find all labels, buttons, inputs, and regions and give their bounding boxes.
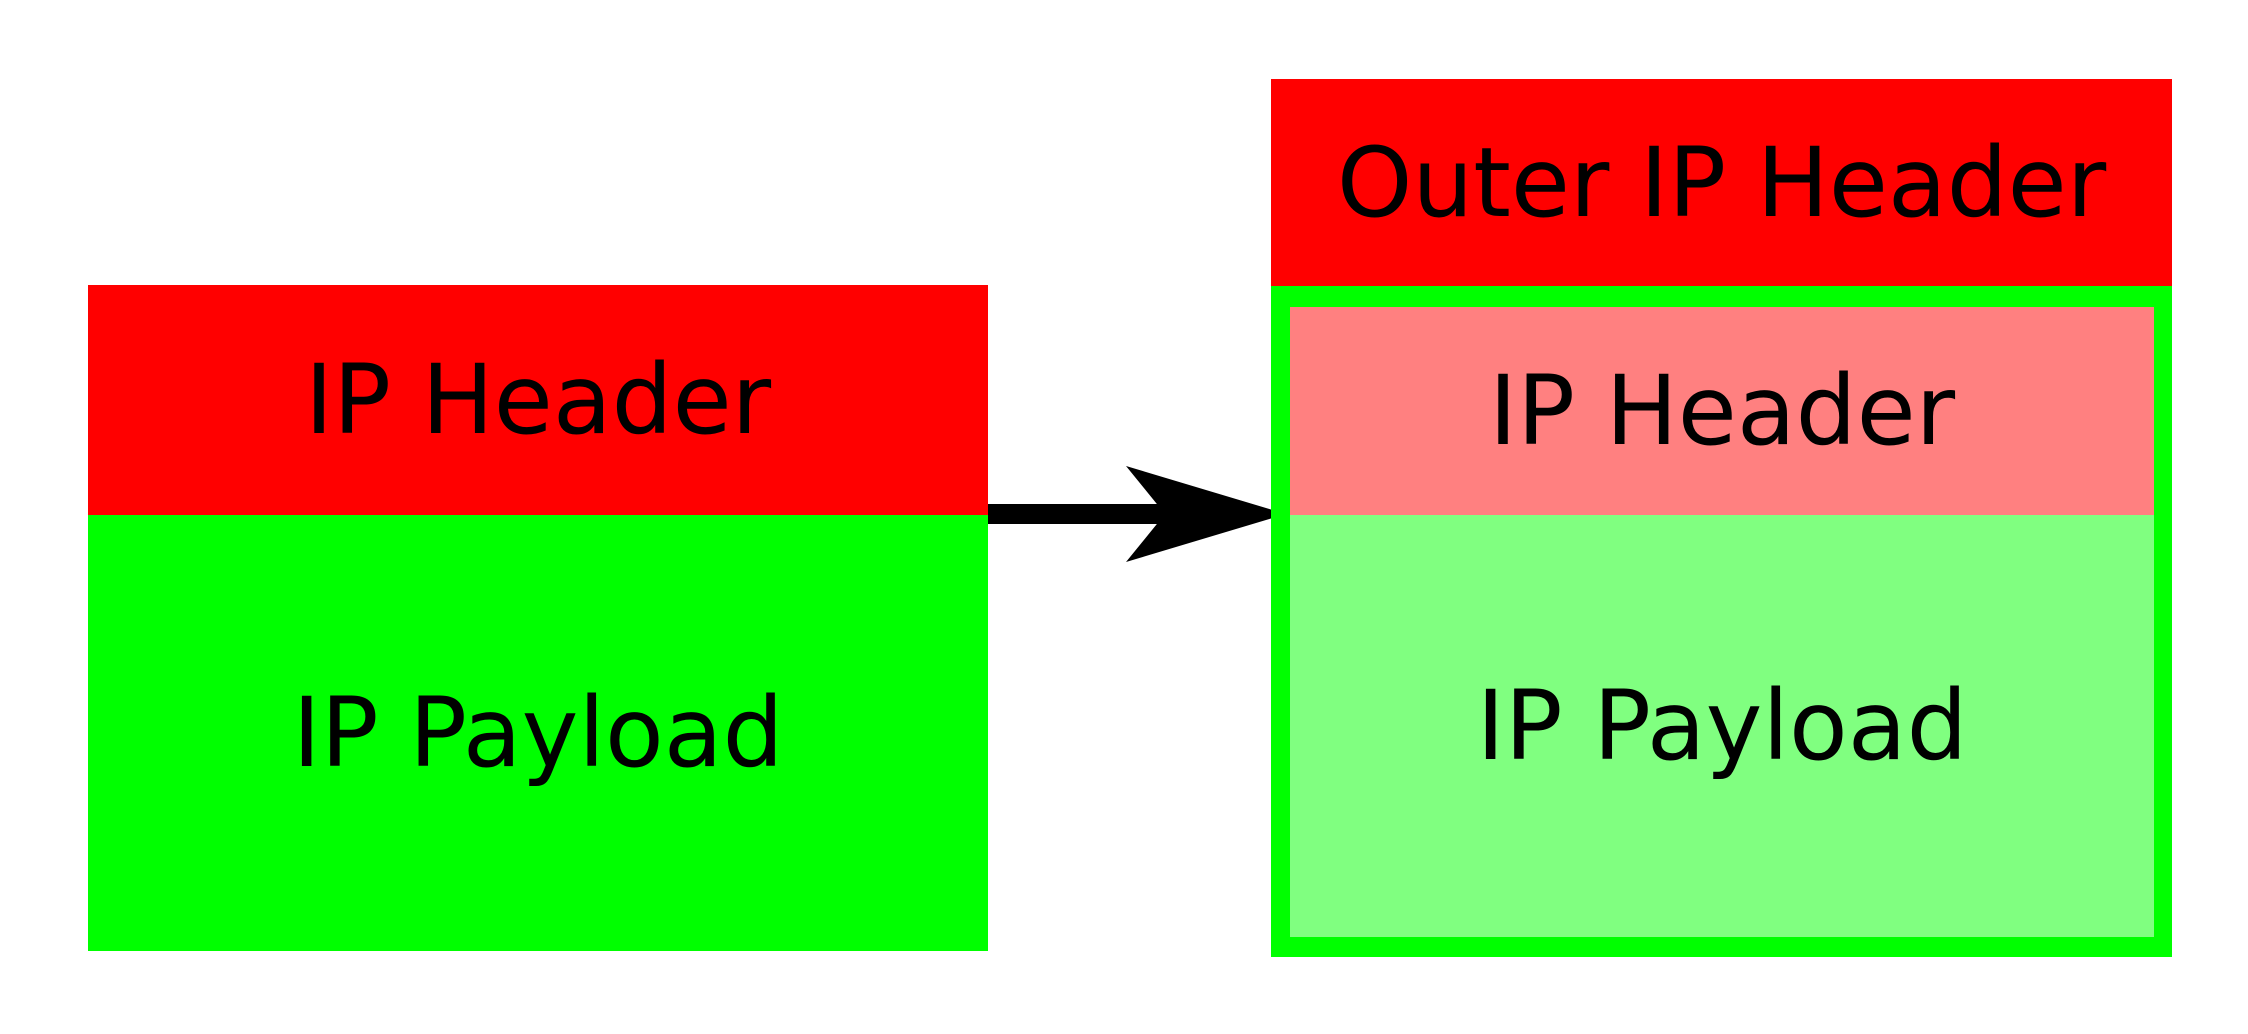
original-ip-header-label: IP Header [304,344,772,456]
outer-ip-header-label: Outer IP Header [1336,126,2107,239]
original-ip-payload-section: IP Payload [88,515,988,951]
inner-ip-payload-label: IP Payload [1476,670,1968,782]
tunnel-payload-wrapper: IP Header IP Payload [1271,286,2172,957]
original-ip-payload-label: IP Payload [292,677,784,789]
right-arrow-head [1126,466,1286,562]
inner-ip-header-label: IP Header [1488,355,1956,467]
inner-ip-payload-section: IP Payload [1290,515,2154,937]
inner-ip-header-section: IP Header [1290,307,2154,515]
encapsulated-packet: Outer IP Header IP Header IP Payload [1271,79,2172,957]
original-packet: IP Header IP Payload [88,285,988,951]
original-ip-header-section: IP Header [88,285,988,515]
inner-original-packet: IP Header IP Payload [1290,307,2154,937]
outer-ip-header-section: Outer IP Header [1271,79,2172,286]
